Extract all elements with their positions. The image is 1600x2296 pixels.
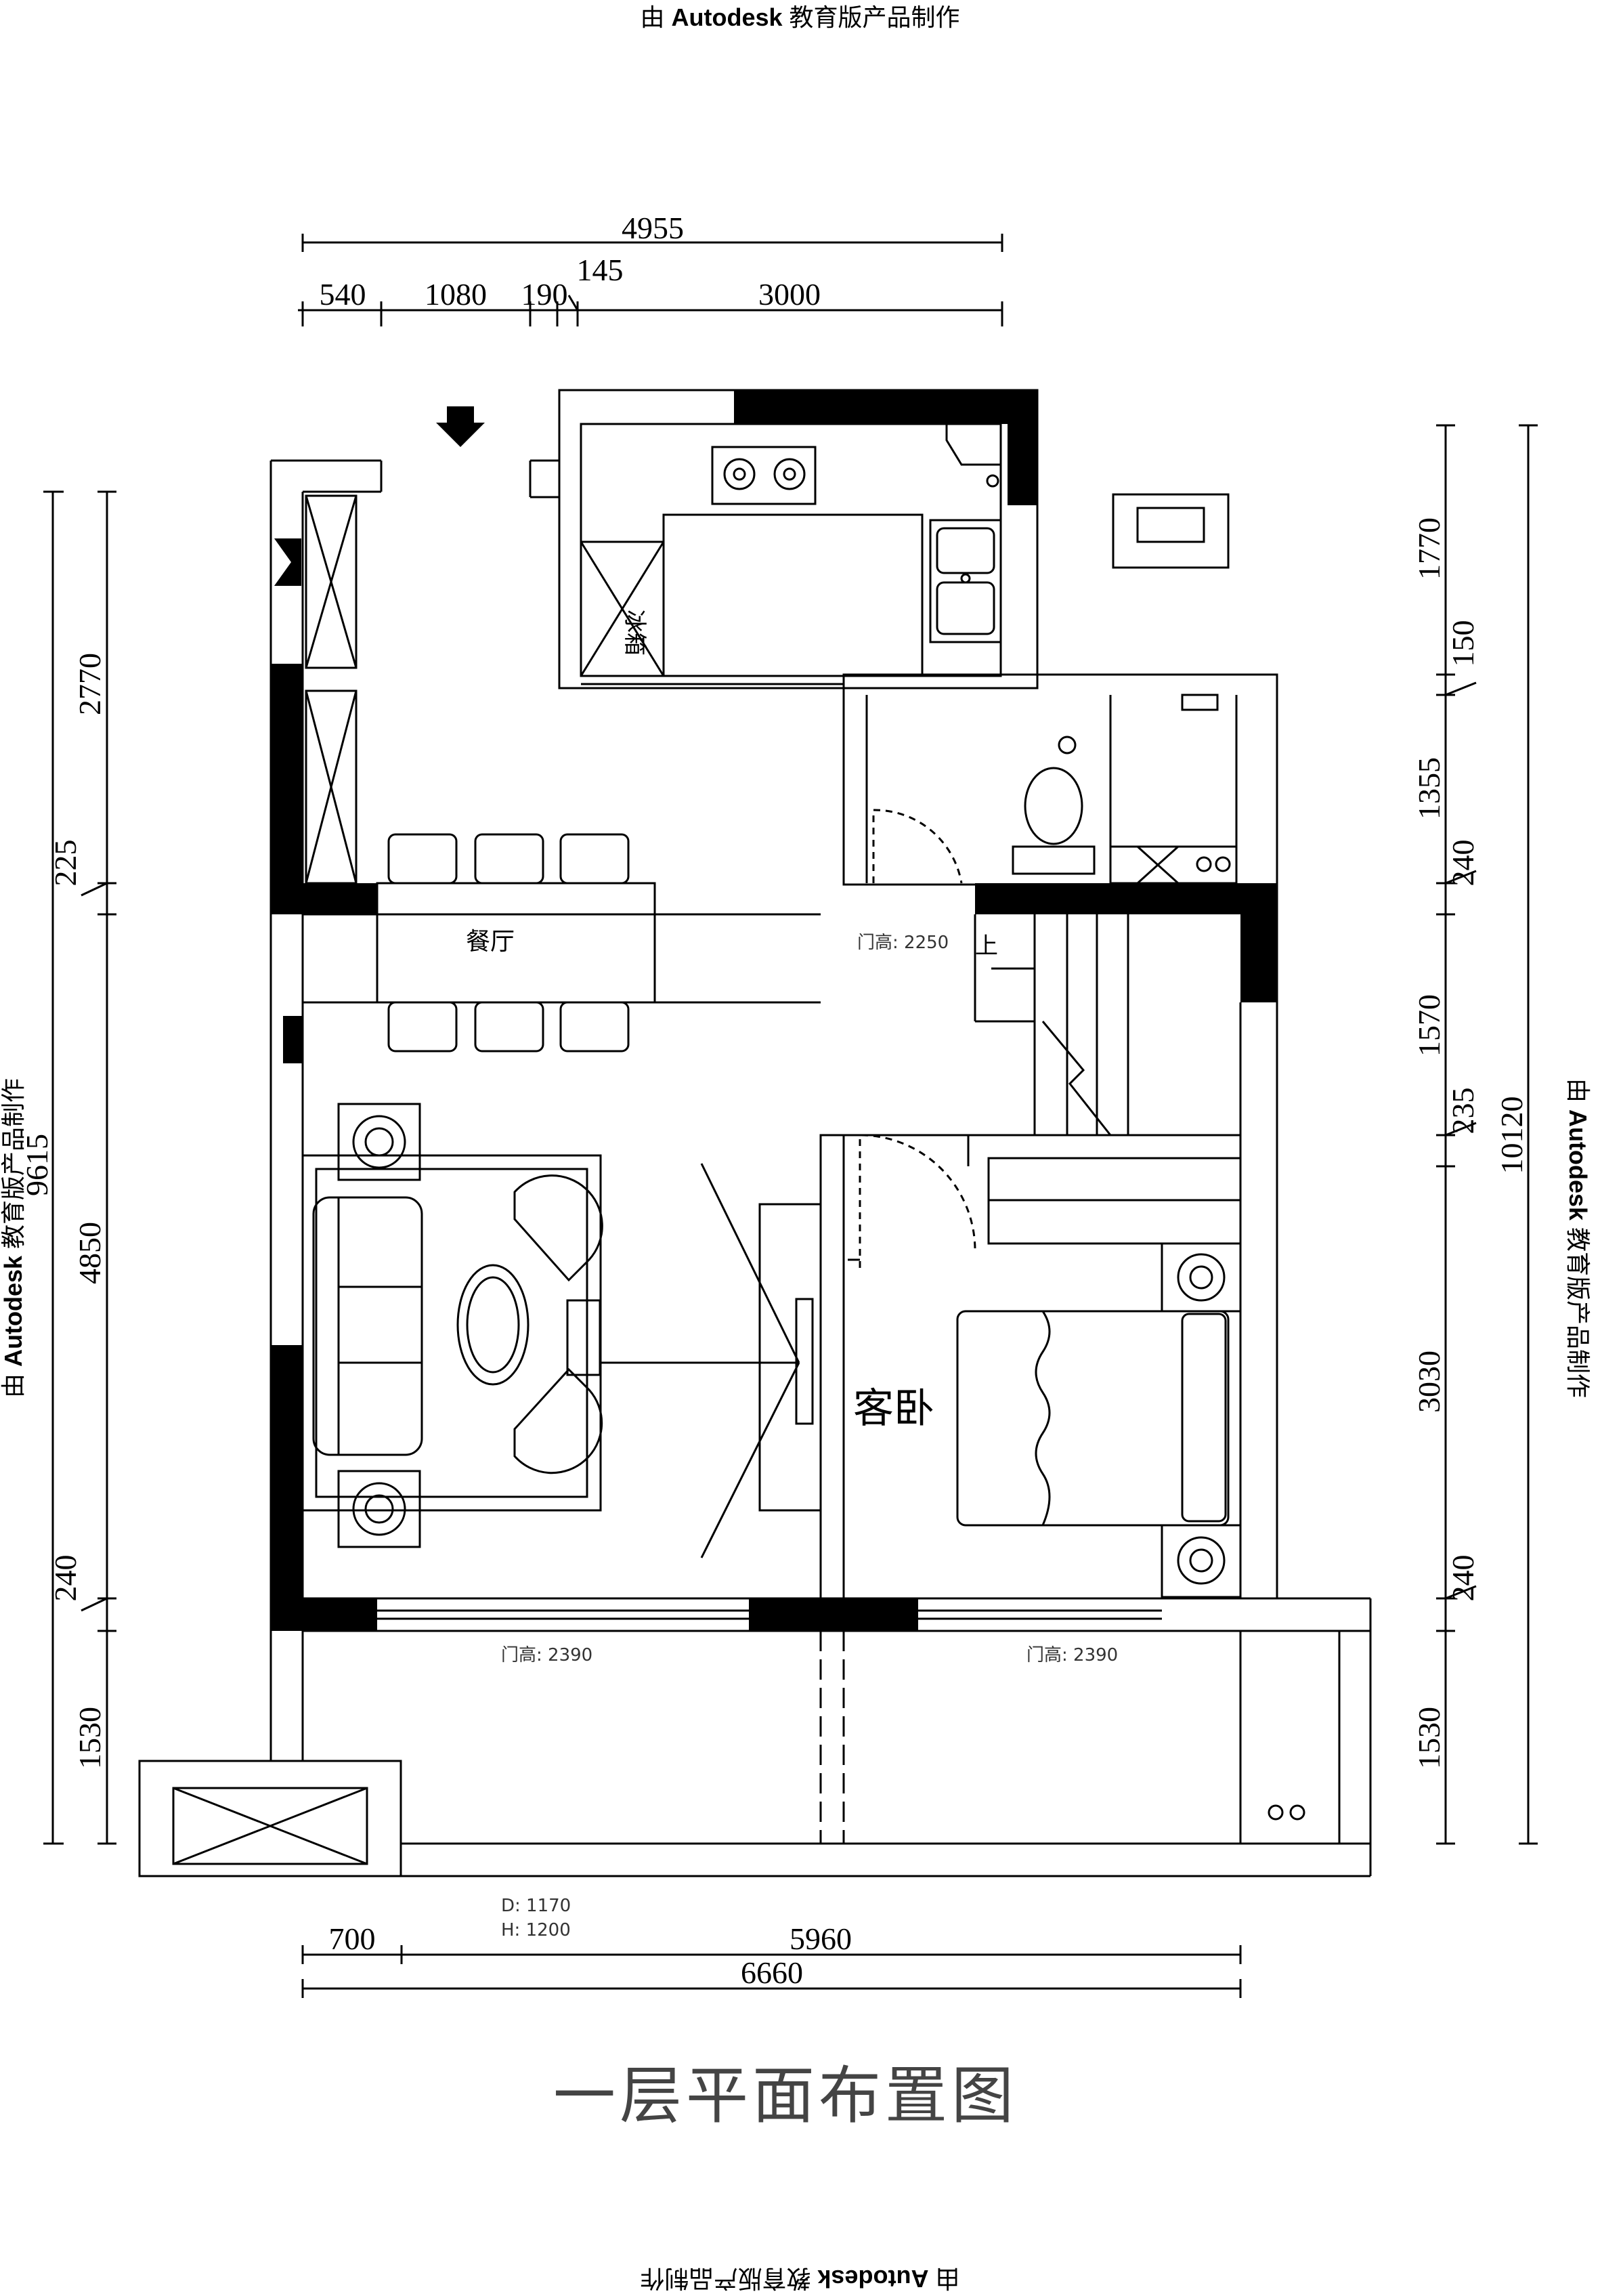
dim-right-seg-4: 240 [1446, 840, 1480, 887]
dim-top-seg-2: 1080 [425, 277, 487, 312]
dim-top-seg-3: 190 [521, 277, 568, 312]
dining-set [376, 833, 656, 1053]
guest-bedroom [848, 1134, 1242, 1598]
dim-left-seg-2: 225 [48, 840, 83, 887]
dim-top-seg-1: 540 [320, 277, 366, 312]
dim-right-seg-2: 150 [1446, 620, 1480, 667]
door-height-left: 门高: 2390 [501, 1645, 592, 1665]
drawing-title: 一层平面布置图 [553, 2060, 1018, 2132]
dim-right-seg-6: 235 [1446, 1088, 1480, 1134]
watermark-prefix: 由 [640, 3, 665, 31]
entry-arrow-icon [436, 406, 485, 447]
kitchen-fixtures [580, 423, 1230, 685]
dim-bottom-seg-2: 5960 [790, 1921, 852, 1956]
dim-top-seg-4: 145 [577, 253, 624, 287]
top-dimension-lines [298, 234, 1003, 326]
watermark-brand: Autodesk [671, 3, 783, 31]
dim-right-seg-8: 240 [1446, 1555, 1480, 1602]
dim-top-seg-5: 3000 [758, 277, 821, 312]
dim-left-seg-4: 240 [48, 1555, 83, 1602]
entry-cabinets [305, 494, 358, 885]
left-dimension-lines [43, 490, 116, 1845]
window-height: H: 1200 [501, 1920, 571, 1940]
stair-up-label: 上 [975, 933, 998, 960]
watermark-suffix: 教育版产品制作 [789, 3, 960, 31]
dim-left-seg-5: 1530 [72, 1707, 107, 1769]
staircase [974, 914, 1129, 1136]
room-label-fridge: 冰箱 [621, 610, 648, 656]
balcony-doors [172, 1609, 1305, 1865]
solid-walls [271, 390, 1277, 1631]
dim-right-seg-5: 1570 [1412, 994, 1446, 1057]
area-rug [301, 1154, 602, 1512]
sink-icon [929, 519, 1002, 643]
room-labels: 餐厅 客卧 冰箱 上 [466, 610, 998, 1432]
room-label-dining: 餐厅 [466, 928, 515, 956]
dim-left-seg-3: 4850 [72, 1222, 107, 1284]
door-height-bath: 门高: 2250 [857, 933, 949, 953]
dim-right-seg-7: 3030 [1412, 1351, 1446, 1413]
dim-bottom-total: 6660 [741, 1955, 803, 1990]
door-height-right: 门高: 2390 [1026, 1645, 1118, 1665]
annotation-notes: 门高: 2250 门高: 2390 门高: 2390 D: 1170 H: 12… [501, 933, 1118, 1940]
right-dimension-lines [1436, 424, 1538, 1845]
dining-table [376, 882, 656, 1004]
dim-right-seg-3: 1355 [1412, 757, 1446, 820]
watermark-top: 由 Autodesk 教育版产品制作 [0, 0, 1600, 35]
dimension-labels: 4955 540 1080 190 145 3000 700 5960 6660… [20, 211, 1529, 1990]
dim-left-total: 9615 [20, 1134, 54, 1196]
toilet-icon [1012, 845, 1096, 875]
dim-right-seg-1: 1770 [1412, 517, 1446, 580]
living-room [301, 1103, 822, 1558]
stove-icon [711, 446, 817, 505]
window-depth: D: 1170 [501, 1896, 571, 1916]
dim-left-seg-1: 2770 [72, 653, 107, 715]
room-label-guest-bedroom: 客卧 [853, 1385, 934, 1432]
bottom-dimension-lines [301, 1945, 1242, 1998]
wall-outlines [138, 389, 1372, 1877]
dim-right-seg-9: 1530 [1412, 1707, 1446, 1769]
sofa [312, 1196, 423, 1456]
dim-bottom-seg-1: 700 [329, 1921, 376, 1956]
bed [956, 1310, 1230, 1527]
bathroom-fixtures [872, 694, 1238, 885]
dim-top-total: 4955 [622, 211, 684, 245]
dim-right-total: 10120 [1494, 1097, 1529, 1174]
